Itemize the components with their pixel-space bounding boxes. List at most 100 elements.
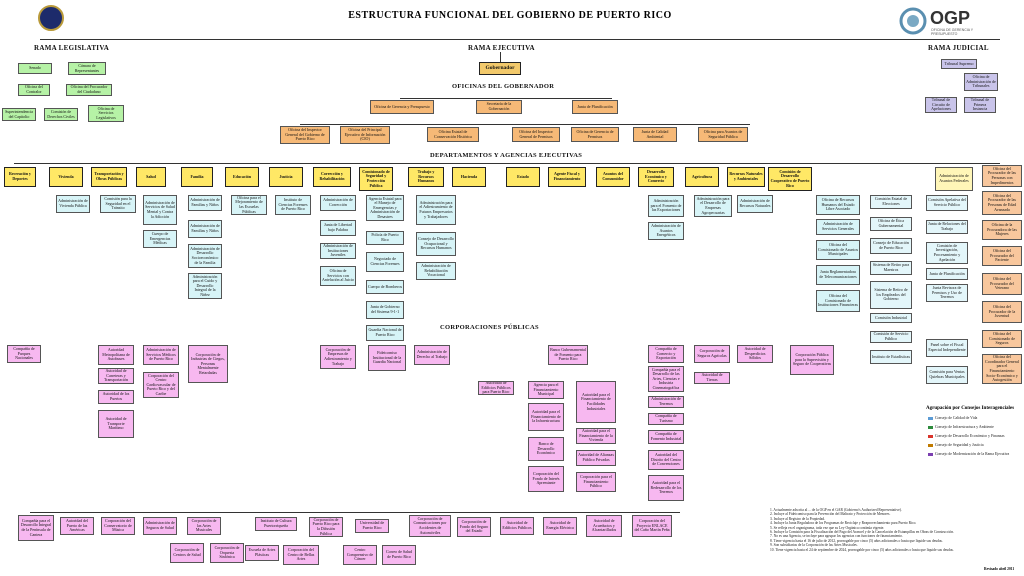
sub-asuntos-municipales: Oficina del Comisionado de Asuntos Munic… (816, 240, 860, 260)
corp-adiestramiento-trabajo: Corporación de Empresas de Adiestramient… (320, 345, 356, 369)
corp-artes-cinematografica: Compañía para el Desarrollo de las Artes… (648, 366, 684, 392)
corp-seguro-cooperativas: Corporación Pública para la Supervisión … (790, 345, 834, 375)
corp-seguros-agricolas: Corporación de Seguros Agrícolas (694, 345, 730, 363)
bot-fondo-seguro: Corporación de Fondo del Seguro del Esta… (457, 517, 491, 537)
footnotes: 1. Actualmente adscrita al ... de la OGP… (770, 508, 1020, 552)
legend-title: Agrupación por Consejos Interagenciales (926, 406, 1015, 411)
footnote: 2. Incluye al Fideicomiso para la Preven… (770, 512, 891, 517)
sub-desarrollo-ocupacional: Consejo de Desarrollo Ocupacional y Recu… (416, 232, 456, 256)
legislative-branch-header: RAMA LEGISLATIVA (34, 44, 110, 52)
ogp-logo: OGP OFICINA DE GERENCIA Y PRESUPUESTO (898, 6, 988, 36)
corp-puertos: Autoridad de los Puertos (98, 390, 134, 404)
bot-bellas-artes: Corporación del Centro de Bellas Artes (283, 545, 319, 565)
seal-logo (38, 5, 64, 31)
dept-vivienda: Vivienda (49, 167, 83, 187)
sub-servicios-generales: Administración de Servicios Generales (816, 219, 860, 235)
ind-educacion: Consejo de Educación de Puerto Rico (870, 238, 912, 254)
revision-date: Revisado abril 2011 (984, 567, 1015, 571)
corp-autobuses: Autoridad Metropolitana de Autobuses (98, 345, 134, 365)
governor-box: Gobernador (479, 62, 521, 75)
dept-agricultura: Agricultura (685, 167, 719, 187)
corp-desperdicios: Autoridad de Desperdicios Sólidos (737, 345, 773, 363)
office-ejecutivo-info: Oficina del Principal Ejecutivo de Infor… (340, 126, 390, 144)
ind2-relaciones-trabajo: Junta de Relaciones del Trabajo (926, 220, 968, 234)
legend-label-desarrollo: Consejo de Desarrollo Económico y Finanz… (935, 434, 1005, 438)
corp-interes-apremiante: Corporación del Fondo de Interés Apremia… (528, 466, 564, 492)
sub-telecomunicaciones: Junta Reglamentadora de Telecomunicacion… (816, 265, 860, 285)
sub-bomberos: Cuerpo de Bomberos (366, 280, 404, 294)
proc-paciente: Oficina del Procurador del Paciente (982, 246, 1022, 266)
dept-consumidor: Asuntos del Consumidor (596, 167, 630, 187)
office-conservacion: Oficina Estatal de Conservación Históric… (427, 127, 479, 142)
ogp-logo-subtitle: OFICINA DE GERENCIA Y PRESUPUESTO (931, 28, 974, 36)
superintendencia-box: Superintendencia del Capitolio (2, 108, 36, 121)
office-seguridad-publica: Oficina para Asuntos de Seguridad Públic… (698, 127, 748, 142)
dept-asuntos-federales: Administración de Asuntos Federales (935, 167, 973, 191)
sub-desarrollo-socioeconomico: Administración de Desarrollo Socioeconóm… (188, 244, 222, 268)
derechos-civiles-box: Comisión de Derechos Civiles (44, 108, 78, 121)
corp-alianzas: Autoridad de Alianzas Público Privadas (576, 450, 616, 466)
legend-label-modernizacion: Consejo de Modernización de la Rama Ejec… (935, 452, 1010, 456)
bot-accidentes-automoviles: Corporación de Comunicaciones por Accide… (409, 515, 451, 537)
dept-transportacion: Transportación y Obras Públicas (91, 167, 127, 187)
dept-correccion: Corrección y Rehabilitación (313, 167, 351, 187)
corp-desarrollo-economico: Banco de Desarrollo Económico (528, 437, 564, 461)
dept-trabajo: Trabajo y Recursos Humanos (408, 167, 444, 187)
bot-energia-electrica: Autoridad de Energía Eléctrica (543, 517, 577, 535)
legend-swatch-infraestructura (928, 425, 933, 429)
governor-offices-header: OFICINAS DEL GOBERNADOR (452, 83, 555, 90)
primera-instancia-box: Tribunal de Primera Instancia (964, 97, 996, 113)
sub-familias-ninos: Administración de Familias y Niños (188, 195, 222, 211)
sub-mejoramiento-escuelas: Oficina para el Mejoramiento de las Escu… (231, 195, 267, 215)
bot-artes-musicales: Corporación de las Artes Musicales (187, 517, 221, 535)
bot-enlace-cano: Corporación del Proyecto ENLACE del Caño… (632, 515, 672, 537)
dept-hacienda: Hacienda (452, 167, 486, 187)
corp-tierras: Autoridad de Tierras (694, 372, 730, 384)
proc-veterano: Oficina del Procurador del Veterano (982, 273, 1022, 295)
legend-label-seguridad: Consejo de Seguridad y Justicia (935, 443, 984, 447)
footnote: 3. Incluye al Registro de la Propiedad. (770, 516, 826, 521)
corp-edificios-publicos-pr: Autoridad de Edificios Públicos para Pue… (478, 381, 514, 395)
corp-servicios-medicos: Administración de Servicios Médicos de P… (143, 345, 179, 365)
ind-retiro-maestros: Sistema de Retiro para Maestros (870, 261, 912, 275)
sub-seguridad-transito: Comisión para la Seguridad en el Tránsit… (100, 195, 136, 213)
servicios-legislativos-box: Oficina de Servicios Legislativos (88, 105, 124, 122)
footnote: 10. Tiene vigencia hasta el 24 de septie… (770, 547, 954, 552)
dept-recreacion: Recreación y Deportes (4, 167, 36, 187)
sub-instituciones-juveniles: Administración de Instituciones Juvenile… (320, 243, 356, 259)
bot-artes-plasticas: Escuela de Artes Plásticas (245, 545, 279, 561)
sub-familia-ninos-2: Administración de Familias y Niños (188, 220, 222, 238)
dept-salud: Salud (136, 167, 166, 187)
bot-instituto-cultura: Instituto de Cultura Puertorriqueña (255, 517, 297, 531)
executive-branch-header: RAMA EJECUTIVA (468, 44, 535, 52)
bot-seguros-salud: Administración de Seguros de Salud (143, 517, 177, 535)
corp-derecho-trabajo: Administración de Derecho al Trabajo (414, 345, 450, 365)
ind2-fiscal-especial: Panel sobre el Fiscal Especial Independi… (926, 339, 968, 357)
proc-edad-avanzada: Oficina del Procurador de las Personas d… (982, 191, 1022, 215)
supremo-box: Tribunal Supremo (941, 59, 977, 69)
office-calidad-ambiental: Junta de Calidad Ambiental (633, 127, 677, 142)
legend-item-infraestructura: Consejo de Infraestructura y Ambiente (928, 425, 994, 429)
sub-vivienda-publica: Administración de Vivienda Pública (56, 195, 90, 213)
bot-orquesta: Corporación de Orquesta Sinfónica (210, 543, 244, 563)
dept-agente-fiscal: Agente Fiscal y Financiamiento (548, 167, 586, 187)
ind-comision-industrial: Comisión Industrial (870, 313, 912, 323)
ind2-planificacion: Junta de Planificación (926, 268, 968, 280)
legend-swatch-desarrollo (928, 434, 933, 438)
footnote: 8. Tiene vigencia hasta el 16 de julio d… (770, 538, 943, 543)
sub-guardia-nacional: Guardia Nacional de Puerto Rico (366, 325, 404, 341)
ind2-investigacion: Comisión de Investigación, Procesamiento… (926, 242, 968, 264)
sub-negociado-forenses: Negociado de Ciencias Forenses (366, 252, 404, 272)
sub-sistema-911: Junta de Gobierno del Sistema 9-1-1 (366, 301, 404, 319)
ind-elecciones: Comisión Estatal de Elecciones (870, 195, 912, 209)
footnote: 7. No es una Agencia, se incluye para ag… (770, 534, 903, 539)
ind2-quiebras-municipales: Comisión para Ventas Quiebras Municipale… (926, 366, 968, 384)
senado-box: Senado (18, 63, 52, 74)
legend-label-calidad: Consejo de Calidad de Vida (935, 416, 978, 420)
office-secretaria: Secretaría de la Gobernación (476, 100, 522, 114)
legend-label-infraestructura: Consejo de Infraestructura y Ambiente (935, 425, 994, 429)
ind2-revisora-permisos: Junta Revisora de Permisos y Uso de Terr… (926, 284, 968, 302)
apelaciones-box: Tribunal de Circuito de Apelaciones (925, 97, 957, 113)
footnote: 5. Se refleja en el organigrama, toda ve… (770, 525, 885, 530)
procurador-ciudadano-box: Oficina del Procurador del Ciudadano (66, 84, 112, 96)
